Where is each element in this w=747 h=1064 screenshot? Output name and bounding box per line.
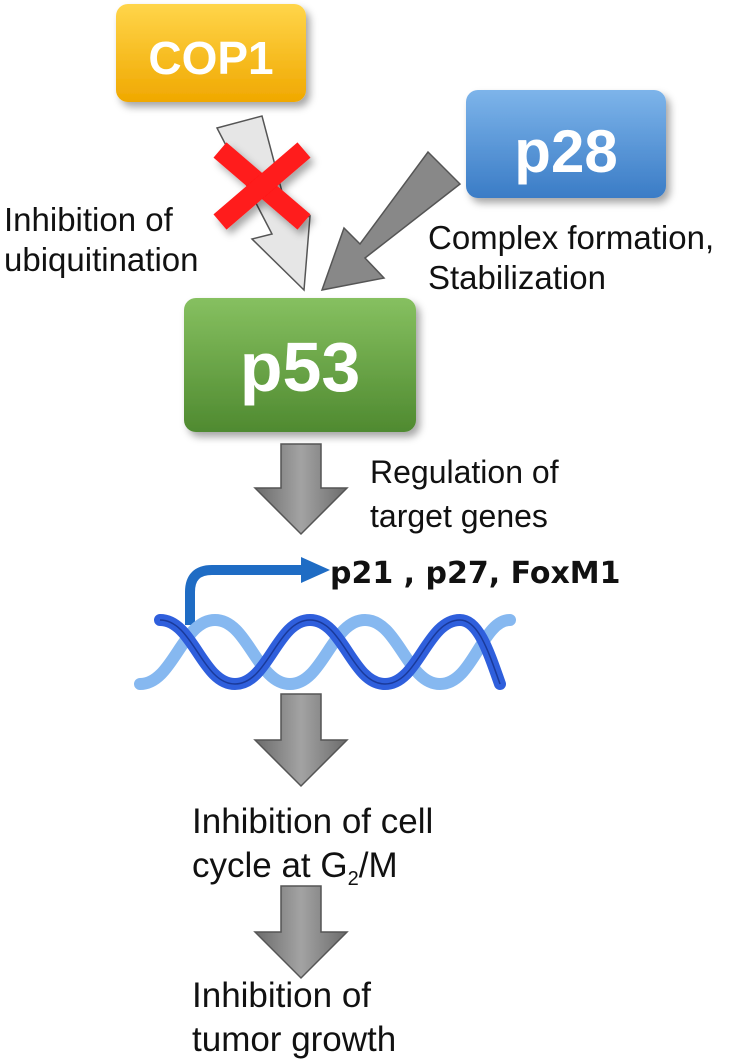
down-arrow-regulation [253,443,349,536]
tumor-growth-label: Inhibition of tumor growth [192,976,397,1059]
p28-label: p28 [514,118,617,185]
inhibition-x-icon [213,142,311,230]
transcription-arrow-icon [185,557,330,625]
stabilization-arrow [320,150,462,291]
p28-node: p28 [466,90,666,198]
regulation-label: Regulation of target genes [370,454,559,534]
target-genes-label: p21 , p27, FoxM1 [330,556,621,591]
down-arrow-cell-cycle [253,693,349,788]
down-arrow-tumor [253,885,349,980]
dna-helix-icon [134,613,516,691]
p53-label: p53 [240,328,361,406]
cop1-node: COP1 [116,4,306,102]
complex-formation-label: Complex formation, Stabilization [428,219,715,296]
p53-node: p53 [184,298,416,432]
inhibition-ubiquitination-label: Inhibition of ubiquitination [4,201,199,278]
cell-cycle-label: Inhibition of cell cycle at G2/M [192,802,434,890]
cop1-label: COP1 [148,32,273,84]
